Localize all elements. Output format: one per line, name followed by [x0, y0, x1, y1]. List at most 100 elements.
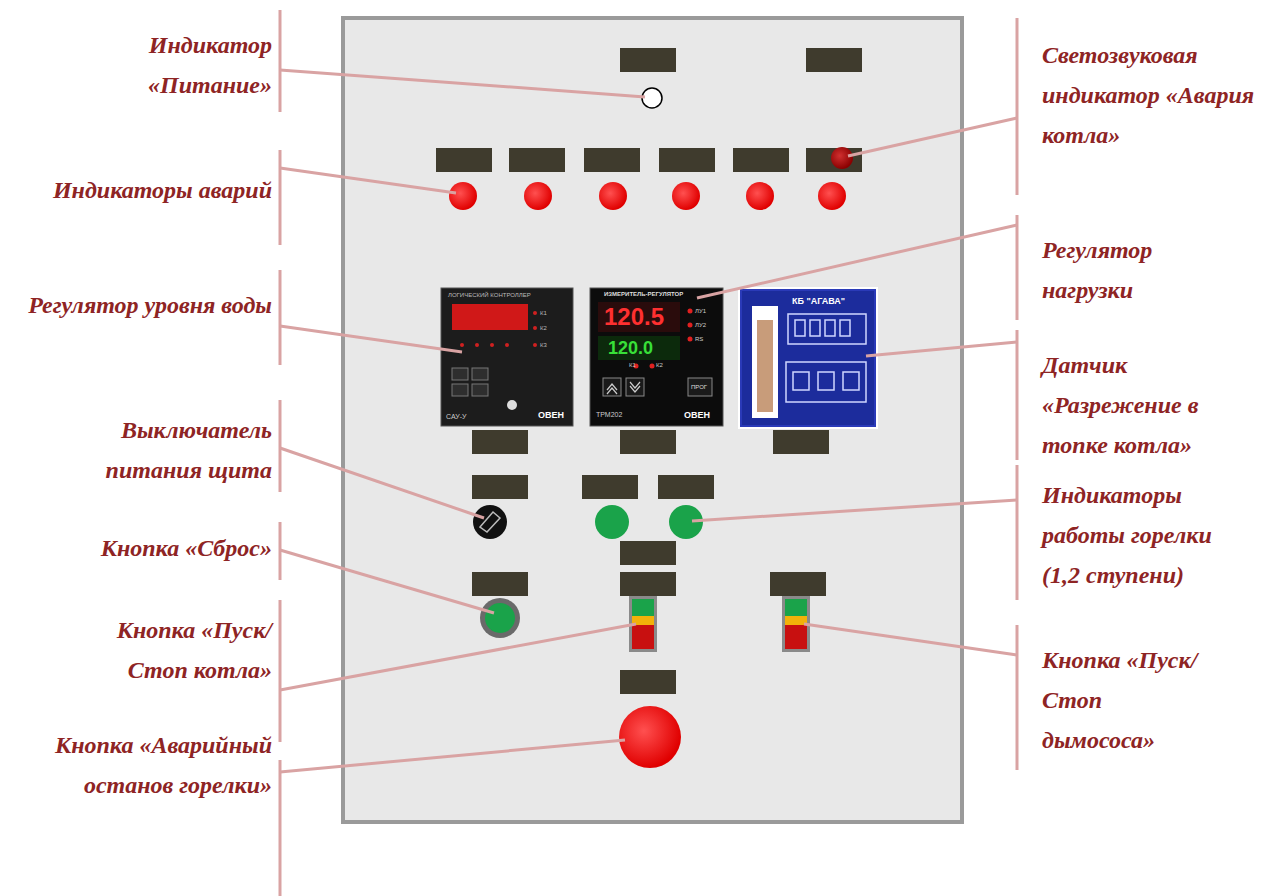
nameplate — [620, 572, 676, 596]
callout-bar — [1016, 215, 1019, 320]
rocker-start — [785, 599, 807, 616]
brand-logo: ОВЕН — [538, 411, 564, 420]
level-controller — [441, 288, 573, 426]
callout-label: Индикатор «Питание» — [32, 25, 272, 105]
key — [452, 368, 468, 380]
leader-line — [280, 326, 462, 352]
nameplate — [658, 475, 714, 499]
device-caption: ЛОГИЧЕСКИЙ КОНТРОЛЛЕР — [448, 292, 531, 298]
alarm-lamp — [599, 182, 627, 210]
sensor-display — [788, 314, 866, 344]
key — [452, 384, 468, 396]
callout-bar — [279, 760, 282, 896]
leader-lines — [280, 10, 1017, 896]
nameplate — [806, 148, 862, 172]
alarm-lamp — [672, 182, 700, 210]
vacuum-sensor — [741, 290, 875, 426]
keys — [793, 372, 859, 390]
callout-bar — [279, 10, 282, 112]
callout-label: Регулятор уровня воды — [22, 285, 272, 325]
model-name: ТРМ202 — [596, 411, 622, 418]
alarm-lamp — [449, 182, 477, 210]
leader-line — [280, 624, 636, 690]
callout-label: Светозвуковая индикатор «Авария котла» — [1042, 35, 1262, 155]
keys — [603, 378, 712, 396]
key — [603, 378, 621, 396]
nameplate — [472, 430, 528, 454]
regulator-display — [598, 302, 680, 332]
power-lamp — [642, 88, 662, 108]
key — [818, 372, 834, 390]
alarm-lamp — [746, 182, 774, 210]
arrow-keys — [607, 382, 640, 394]
leader-line — [280, 448, 484, 518]
brand-logo: ОВЕН — [684, 411, 710, 420]
reset-ring — [480, 598, 520, 638]
switch-handle — [480, 512, 500, 532]
regulator-display — [598, 336, 680, 360]
led — [460, 343, 464, 347]
power-switch — [473, 505, 507, 539]
display-value: 120.0 — [608, 339, 653, 357]
callout-bar — [1016, 465, 1019, 600]
nameplate — [770, 572, 826, 596]
bar-scale — [752, 306, 778, 418]
leader-line — [697, 225, 1017, 298]
nameplate — [806, 48, 862, 72]
led — [533, 343, 537, 347]
led — [533, 311, 537, 315]
leader-line — [692, 500, 1017, 521]
model-name: САУ-У — [446, 413, 467, 420]
vacuum-sensor-frame — [738, 287, 878, 429]
nameplate — [659, 148, 715, 172]
rocker-stop — [785, 625, 807, 649]
key — [793, 372, 809, 390]
nameplate — [584, 148, 640, 172]
leader-line — [280, 740, 625, 772]
nameplate — [620, 48, 676, 72]
rocker-mid — [785, 616, 807, 625]
led-label: RS — [695, 336, 703, 342]
rocker-start — [632, 599, 654, 616]
nameplate — [472, 475, 528, 499]
sensor-keypad — [786, 362, 866, 402]
nameplate — [773, 430, 829, 454]
led-label: К3 — [540, 342, 547, 348]
led-label: К1 — [540, 310, 547, 316]
led — [475, 343, 479, 347]
emergency-button — [619, 706, 681, 768]
display-value: 120.5 — [604, 305, 664, 329]
led — [688, 323, 693, 328]
callout-label: Датчик «Разрежение в топке котла» — [1042, 345, 1252, 465]
led — [650, 364, 655, 369]
leader-line — [280, 168, 456, 193]
keys — [452, 368, 488, 396]
callout-label: Индикаторы аварий — [32, 170, 272, 210]
nameplate — [582, 475, 638, 499]
nameplate — [436, 148, 492, 172]
nameplate — [733, 148, 789, 172]
alarm-lamps — [449, 182, 846, 210]
reset-button — [485, 603, 515, 633]
nameplate — [620, 541, 676, 565]
leader-line — [804, 624, 1017, 655]
device-caption: ИЗМЕРИТЕЛЬ-РЕГУЛЯТОР — [604, 291, 683, 297]
led-label: ЛУ2 — [695, 322, 706, 328]
led — [688, 309, 693, 314]
key — [626, 378, 644, 396]
callout-bar — [279, 270, 282, 365]
nameplate — [620, 430, 676, 454]
callout-bar — [279, 400, 282, 492]
callout-bar — [1016, 625, 1019, 770]
key — [843, 372, 859, 390]
callout-bar — [279, 600, 282, 742]
led-label: К2 — [540, 325, 547, 331]
leader-line — [866, 342, 1017, 356]
led — [490, 343, 494, 347]
led-dots — [460, 311, 537, 347]
controller-display — [452, 304, 528, 330]
led — [688, 337, 693, 342]
load-regulator — [590, 288, 723, 426]
digits — [795, 320, 850, 336]
